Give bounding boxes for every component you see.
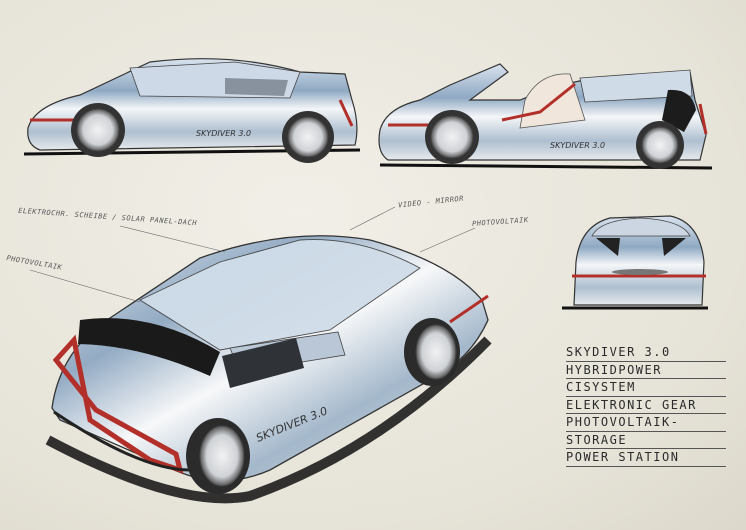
open-canopy-side-view: SKYDIVER 3.0 [378, 63, 713, 170]
open-view-badge: SKYDIVER 3.0 [550, 141, 605, 150]
rear-view-car [562, 215, 708, 310]
side-view-car: SKYDIVER 3.0 [23, 58, 361, 163]
spec-line: POWER STATION [566, 449, 726, 467]
side-view-badge: SKYDIVER 3.0 [196, 129, 251, 138]
annotation-leader-lines [29, 206, 476, 303]
spec-line: ELEKTRONIC GEAR [566, 397, 726, 414]
rear-three-quarter-car: SKYDIVER 3.0 [45, 235, 492, 504]
spec-line: SKYDIVER 3.0 [566, 344, 726, 362]
spec-list: SKYDIVER 3.0 HYBRIDPOWER CISYSTEM ELEKTR… [566, 344, 726, 467]
spec-line: HYBRIDPOWER [566, 362, 726, 379]
spec-line: CISYSTEM [566, 379, 726, 397]
spec-line: PHOTOVOLTAIK- [566, 414, 726, 432]
spec-line: STORAGE [566, 432, 726, 449]
